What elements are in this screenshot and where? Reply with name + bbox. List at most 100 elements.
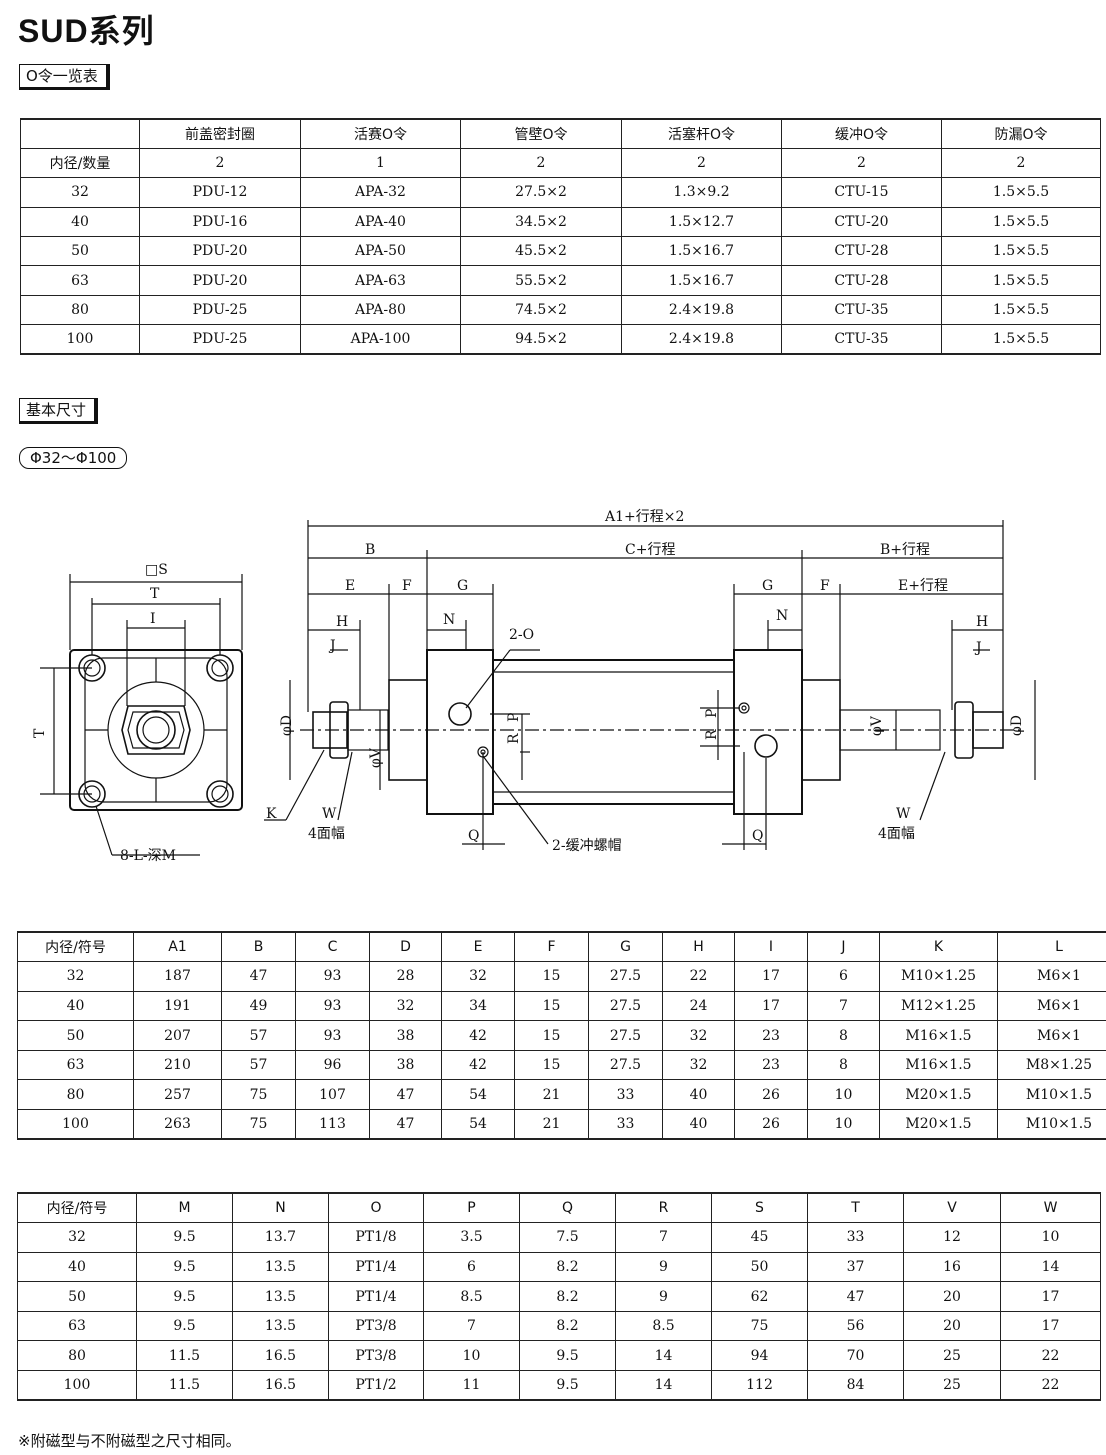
dim1-cell: M20×1.5 — [879, 1079, 998, 1111]
dim2-cell: 11 — [423, 1370, 520, 1402]
dim2-cell: 9.5 — [136, 1251, 233, 1283]
label-R: R — [506, 733, 522, 744]
label-Q2: Q — [752, 828, 763, 844]
o-ring-cell: APA-63 — [300, 265, 461, 296]
label-J2: J — [974, 640, 982, 656]
dim1-header-cell: L — [997, 931, 1106, 963]
o-ring-header-cell: 活赛O令 — [300, 117, 461, 149]
label-F2: F — [820, 578, 830, 594]
o-ring-cell: 2 — [781, 147, 942, 179]
dim1-cell: 32 — [17, 961, 134, 992]
dim1-cell: 28 — [369, 961, 442, 992]
o-ring-cell: 1.5×16.7 — [621, 265, 782, 296]
dim2-cell: 9.5 — [136, 1222, 233, 1253]
dim1-header-cell: 内径/符号 — [17, 931, 134, 963]
o-ring-cell: APA-50 — [300, 236, 461, 267]
dim2-cell: 94 — [711, 1340, 808, 1372]
dim1-cell: 6 — [807, 961, 880, 992]
dim1-cell: 8 — [807, 1049, 880, 1081]
label-port: 2-O — [509, 627, 534, 643]
dim1-cell: 27.5 — [588, 961, 663, 992]
dim1-cell: 15 — [514, 1020, 589, 1051]
dim1-cell: 47 — [369, 1109, 442, 1141]
dim1-cell: 80 — [17, 1079, 134, 1111]
o-ring-cell: 80 — [20, 294, 140, 326]
label-T: T — [150, 586, 160, 602]
dim1-cell: 54 — [441, 1079, 515, 1111]
dim1-header-cell: D — [369, 931, 442, 963]
label-wrench: 4面幅 — [308, 826, 345, 842]
dim2-cell: 22 — [1000, 1370, 1101, 1402]
dim2-cell: PT1/4 — [328, 1281, 424, 1312]
dim2-cell: 50 — [711, 1251, 808, 1283]
label-V2: φV — [869, 715, 885, 736]
dim1-cell: 107 — [295, 1079, 370, 1111]
o-ring-cell: 1.5×12.7 — [621, 206, 782, 238]
dim2-cell: 8.2 — [519, 1251, 616, 1283]
label-T-side: T — [32, 728, 48, 738]
o-ring-cell: 32 — [20, 177, 140, 208]
dim1-header-cell: C — [295, 931, 370, 963]
dim2-cell: 9.5 — [519, 1340, 616, 1372]
label-I: I — [150, 611, 156, 627]
dim2-cell: 80 — [17, 1340, 137, 1372]
dim1-cell: 23 — [734, 1020, 808, 1051]
dim1-cell: 32 — [662, 1049, 735, 1081]
label-V: φV — [368, 747, 384, 768]
dim2-header-cell: W — [1000, 1192, 1101, 1224]
o-ring-cell: 74.5×2 — [460, 294, 622, 326]
o-ring-header-cell: 前盖密封圈 — [139, 117, 301, 149]
dim1-cell: 15 — [514, 961, 589, 992]
label-N: N — [443, 612, 455, 628]
dim1-cell: 21 — [514, 1079, 589, 1111]
o-ring-cell: 1.3×9.2 — [621, 177, 782, 208]
dim1-cell: M12×1.25 — [879, 990, 998, 1022]
o-ring-header-cell: 活塞杆O令 — [621, 117, 782, 149]
label-G2: G — [762, 578, 773, 594]
dim2-cell: PT1/2 — [328, 1370, 424, 1402]
dimension-section-label: 基本尺寸 — [19, 398, 99, 424]
o-ring-cell: CTU-35 — [781, 294, 942, 326]
dim1-header-cell: G — [588, 931, 663, 963]
o-ring-cell: 1.5×16.7 — [621, 236, 782, 267]
o-ring-cell: 50 — [20, 236, 140, 267]
o-ring-cell: CTU-20 — [781, 206, 942, 238]
bore-range-label: Φ32～Φ100 — [19, 447, 128, 469]
dim1-cell: 113 — [295, 1109, 370, 1141]
dim1-header-cell: H — [662, 931, 735, 963]
footnote: ※附磁型与不附磁型之尺寸相同。 — [18, 1432, 241, 1450]
dim1-cell: M10×1.5 — [997, 1079, 1106, 1111]
o-ring-cell: PDU-25 — [139, 324, 301, 356]
o-ring-cell: 94.5×2 — [460, 324, 622, 356]
dim1-header-cell: A1 — [133, 931, 222, 963]
dim1-header-cell: J — [807, 931, 880, 963]
dim2-cell: 13.5 — [232, 1310, 329, 1342]
o-ring-cell: 34.5×2 — [460, 206, 622, 238]
label-E: E — [345, 578, 355, 594]
o-ring-header-cell: 管壁O令 — [460, 117, 622, 149]
dim1-cell: 100 — [17, 1109, 134, 1141]
label-J: J — [328, 638, 336, 654]
dim2-cell: 10 — [423, 1340, 520, 1372]
cylinder-dimension-drawing: □S T I T 8-L-深M — [32, 509, 1036, 864]
label-B: B — [365, 542, 375, 558]
dim1-cell: 75 — [221, 1109, 296, 1141]
dim1-cell: 32 — [369, 990, 442, 1022]
dim1-cell: 23 — [734, 1049, 808, 1081]
dim2-cell: 8.5 — [615, 1310, 712, 1342]
dim1-cell: 40 — [662, 1109, 735, 1141]
dim2-cell: 9.5 — [136, 1310, 233, 1342]
dim1-cell: 32 — [441, 961, 515, 992]
label-C: C+行程 — [625, 542, 675, 558]
dim1-cell: 15 — [514, 1049, 589, 1081]
label-S: □S — [145, 562, 168, 578]
